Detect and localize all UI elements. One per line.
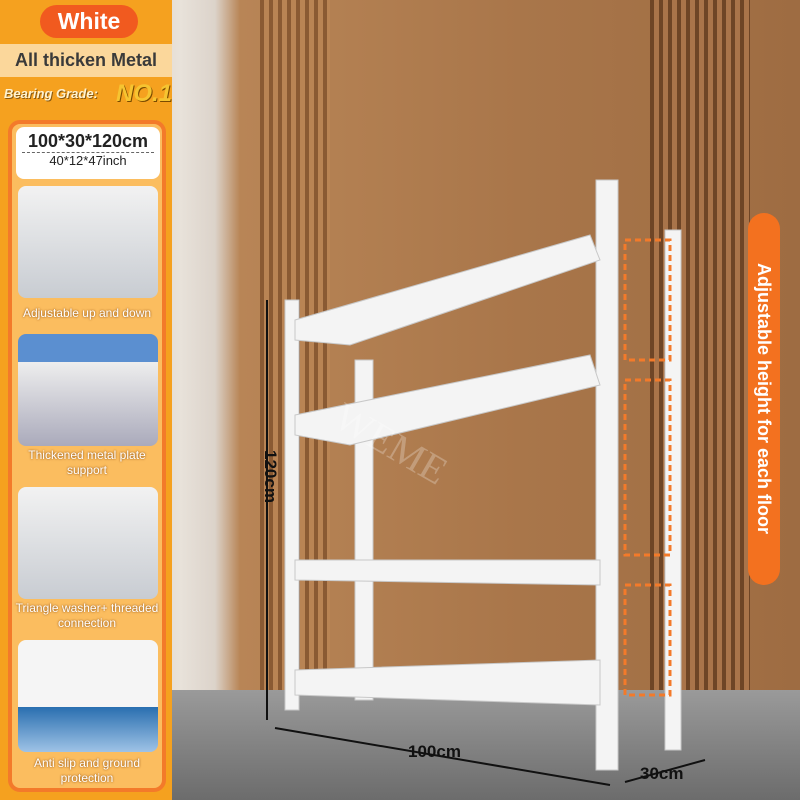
foot-pad-image — [18, 640, 158, 752]
material-band: All thicken Metal — [0, 44, 172, 77]
feature-caption: Thickened metal plate support — [28, 448, 146, 477]
no1-badge: NO.1 — [116, 80, 173, 107]
size-cm: 100*30*120cm — [22, 127, 154, 153]
feature-panel: White All thicken Metal Bearing Grade: N… — [0, 0, 172, 800]
feature-caption: Adjustable up and down — [22, 306, 152, 320]
size-inch: 40*12*47inch — [49, 153, 127, 168]
adjustable-image — [18, 186, 158, 298]
size-box: 100*30*120cm 40*12*47inch — [16, 127, 160, 179]
adjustable-height-label: Adjustable height for each floor — [748, 213, 780, 585]
color-badge: White — [40, 5, 138, 38]
triangle-washer-image — [18, 487, 158, 599]
bearing-grade-label: Bearing Grade: — [4, 86, 98, 101]
width-dimension: 100cm — [408, 742, 461, 761]
floor — [170, 690, 800, 800]
metal-plate-image — [18, 334, 158, 446]
feature-caption: Triangle washer+ threaded connection — [15, 601, 159, 630]
depth-dimension: 30cm — [640, 764, 684, 783]
feature-caption: Anti slip and ground protection — [33, 756, 141, 785]
height-dimension: 120cm — [261, 450, 280, 503]
